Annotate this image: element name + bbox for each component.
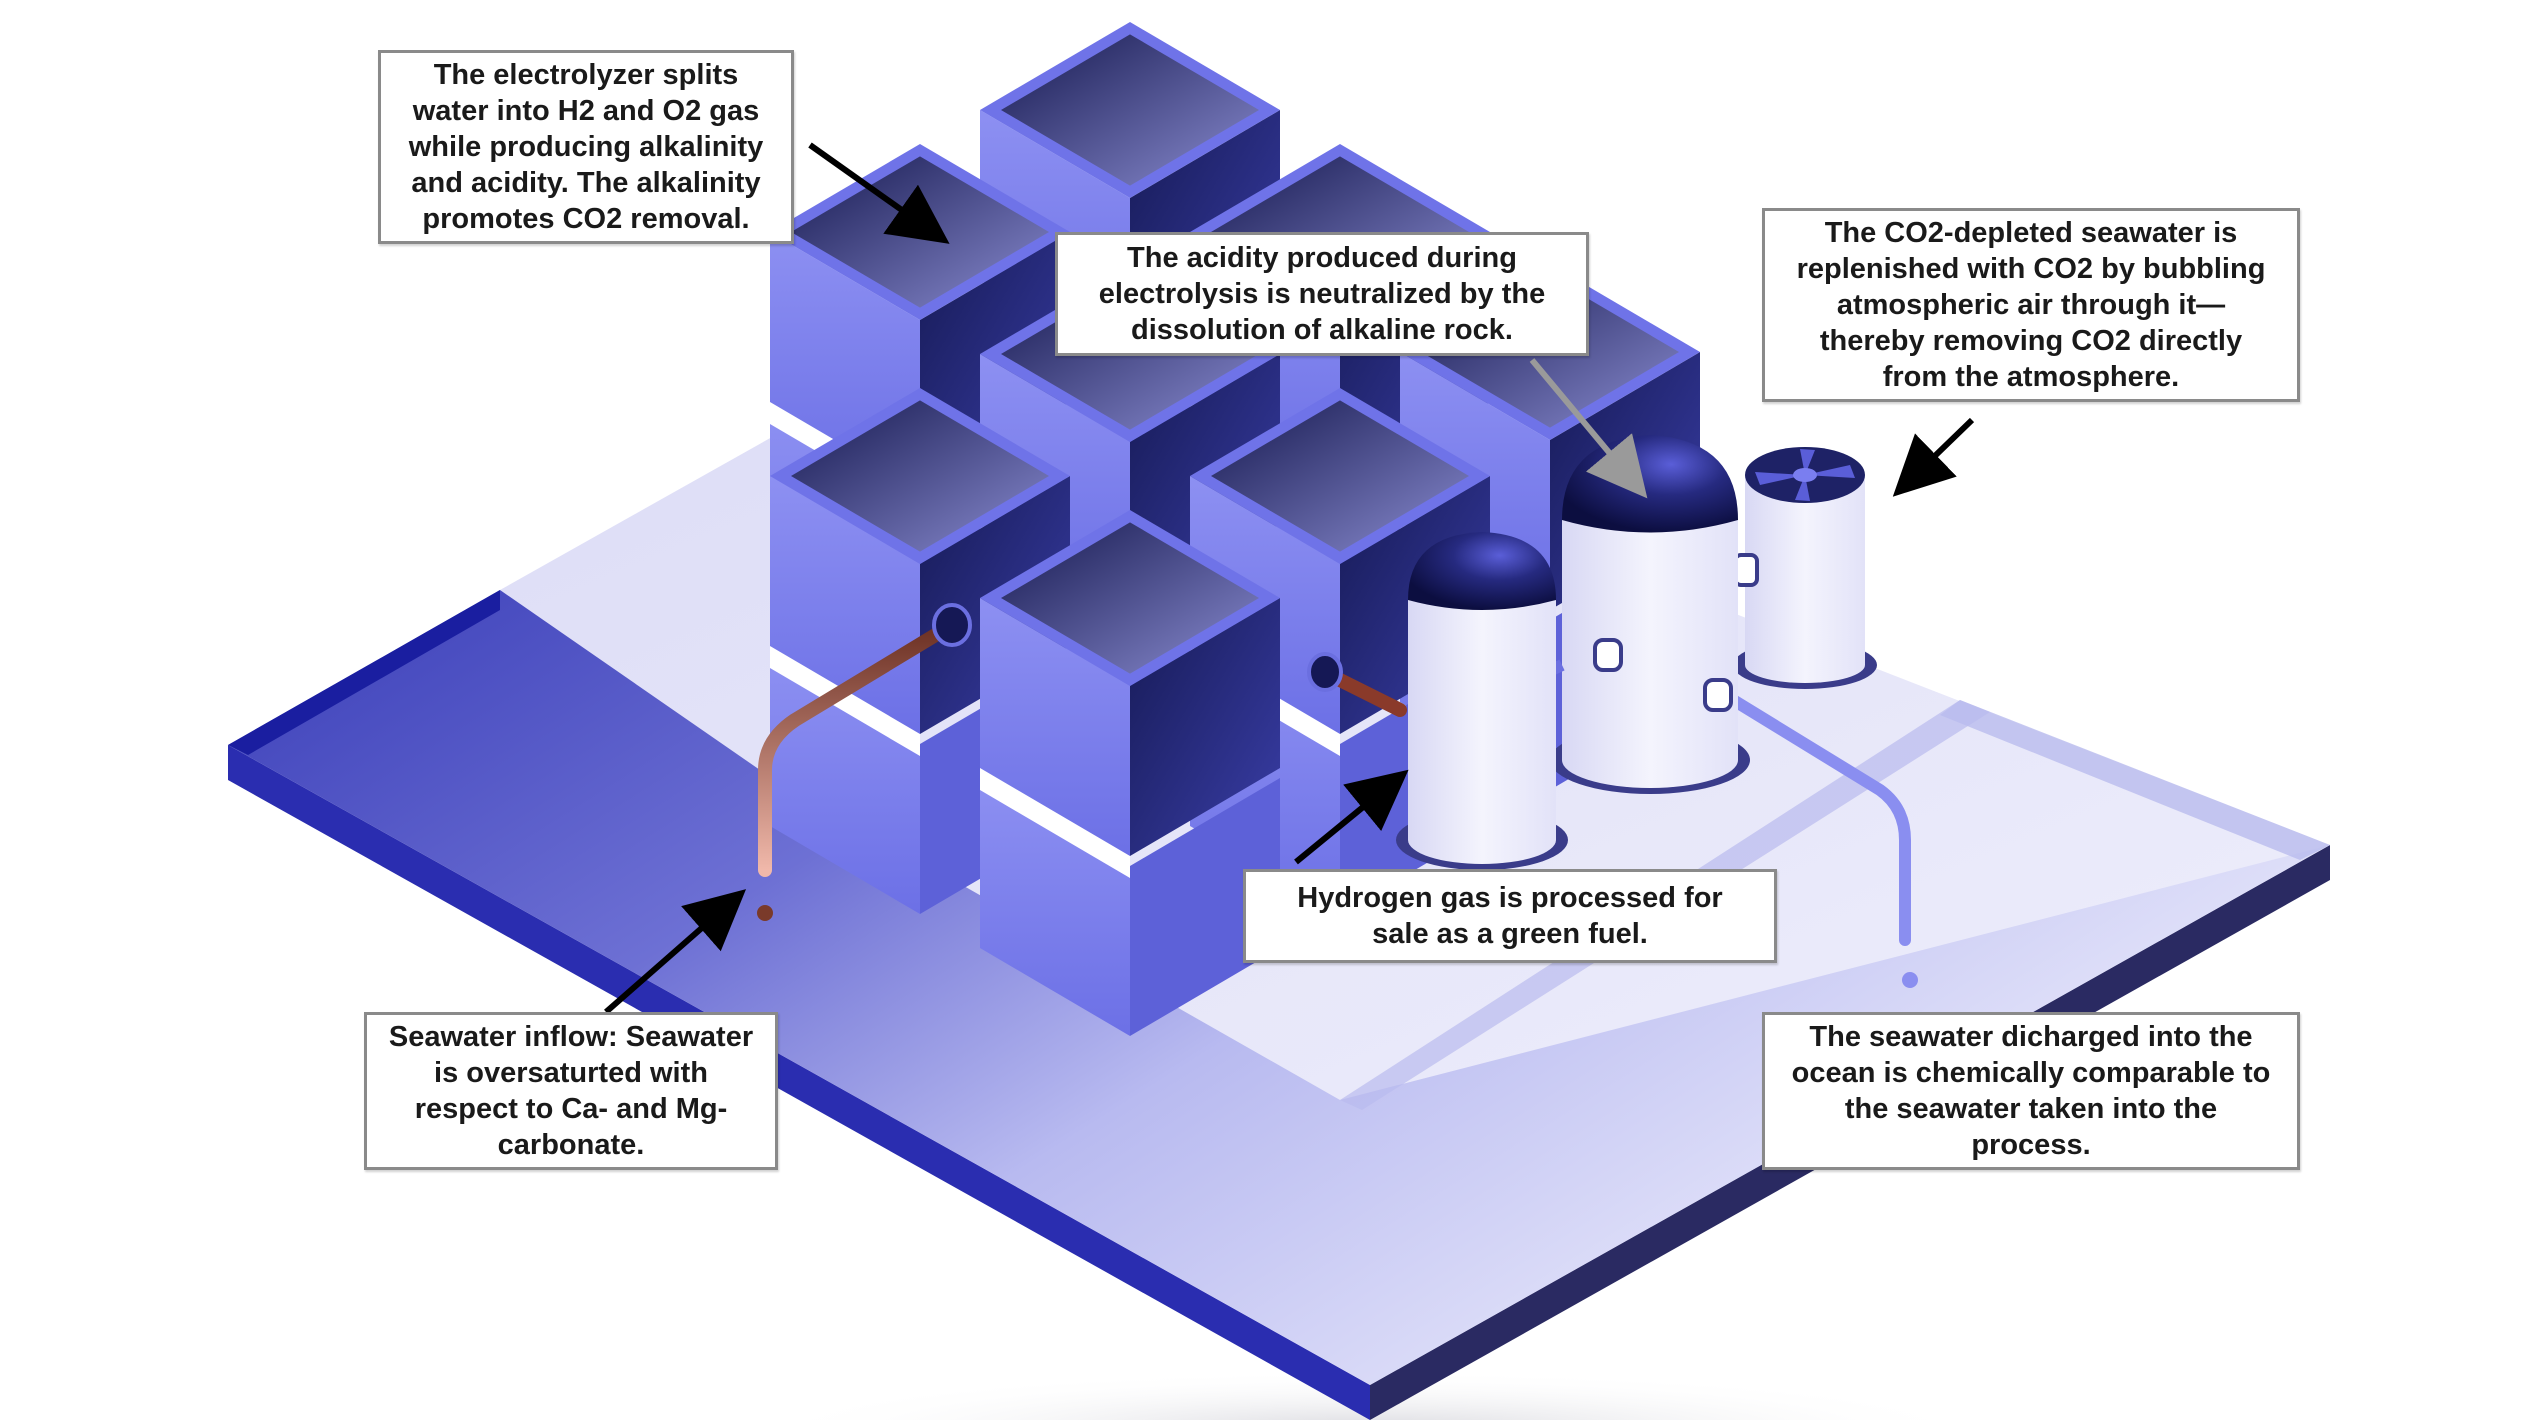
electrolyzer-outlet-pipe [1307, 652, 1407, 717]
callout-discharge-text: The seawater dicharged into the ocean is… [1791, 1021, 2271, 1161]
fan-air-contactor-tank [1733, 447, 1877, 689]
electrolyzer-cell-left-face [980, 778, 1130, 1036]
callout-inflow-text: Seawater inflow: Seawater is oversaturte… [388, 1021, 754, 1161]
electrolyzer-cell-left-face [980, 598, 1130, 856]
inflow-droplet [757, 905, 773, 921]
deck-strip [1940, 700, 2330, 860]
fan-blades-icon [1755, 449, 1855, 501]
electrolyzer-cell-right-face [1130, 778, 1280, 1036]
callout-electrolyzer-text: The electrolyzer splits water into H2 an… [408, 59, 764, 235]
callout-arrows [604, 142, 1975, 1015]
arrow-co2 [1892, 417, 1975, 497]
electrolyzer-cell-right-face [1130, 598, 1280, 856]
callout-hydrogen-text: Hydrogen gas is processed for sale as a … [1297, 882, 1723, 950]
callout-electrolyzer: The electrolyzer splits water into H2 an… [378, 50, 794, 244]
electrolyzer-cell-top [791, 400, 1049, 552]
platform-edge-left [228, 745, 1370, 1420]
arrow-electrolyzer [808, 142, 950, 244]
outflow-droplet [1902, 972, 1918, 988]
callout-acidity-text: The acidity produced during electrolysis… [1098, 242, 1546, 346]
callout-seawater-discharge: The seawater dicharged into the ocean is… [1762, 1012, 2300, 1170]
electrolyzer-cell-top [1001, 34, 1259, 186]
arrow-acidity [1529, 358, 1648, 499]
arrow-inflow [604, 889, 747, 1015]
callout-hydrogen: Hydrogen gas is processed for sale as a … [1243, 869, 1777, 963]
electrolyzer-separator [980, 766, 1130, 878]
callout-seawater-inflow: Seawater inflow: Seawater is oversaturte… [364, 1012, 778, 1170]
hydrogen-storage-tank [1396, 532, 1568, 870]
callout-co2-replenishment: The CO2-depleted seawater is replenished… [1762, 208, 2300, 402]
callout-acidity-neutralization: The acidity produced during electrolysis… [1055, 232, 1589, 356]
seawater-inflow-pipe [757, 603, 972, 921]
electrolyzer-cell-top [1211, 400, 1469, 552]
electrolyzer-cell-top [1001, 522, 1259, 674]
arrow-hydrogen [1294, 769, 1409, 865]
callout-co2-text: The CO2-depleted seawater is replenished… [1796, 217, 2266, 393]
pool-rim [228, 590, 500, 755]
electrolyzer-separator [770, 644, 920, 756]
seawater-outflow-pipe [1719, 689, 1918, 988]
